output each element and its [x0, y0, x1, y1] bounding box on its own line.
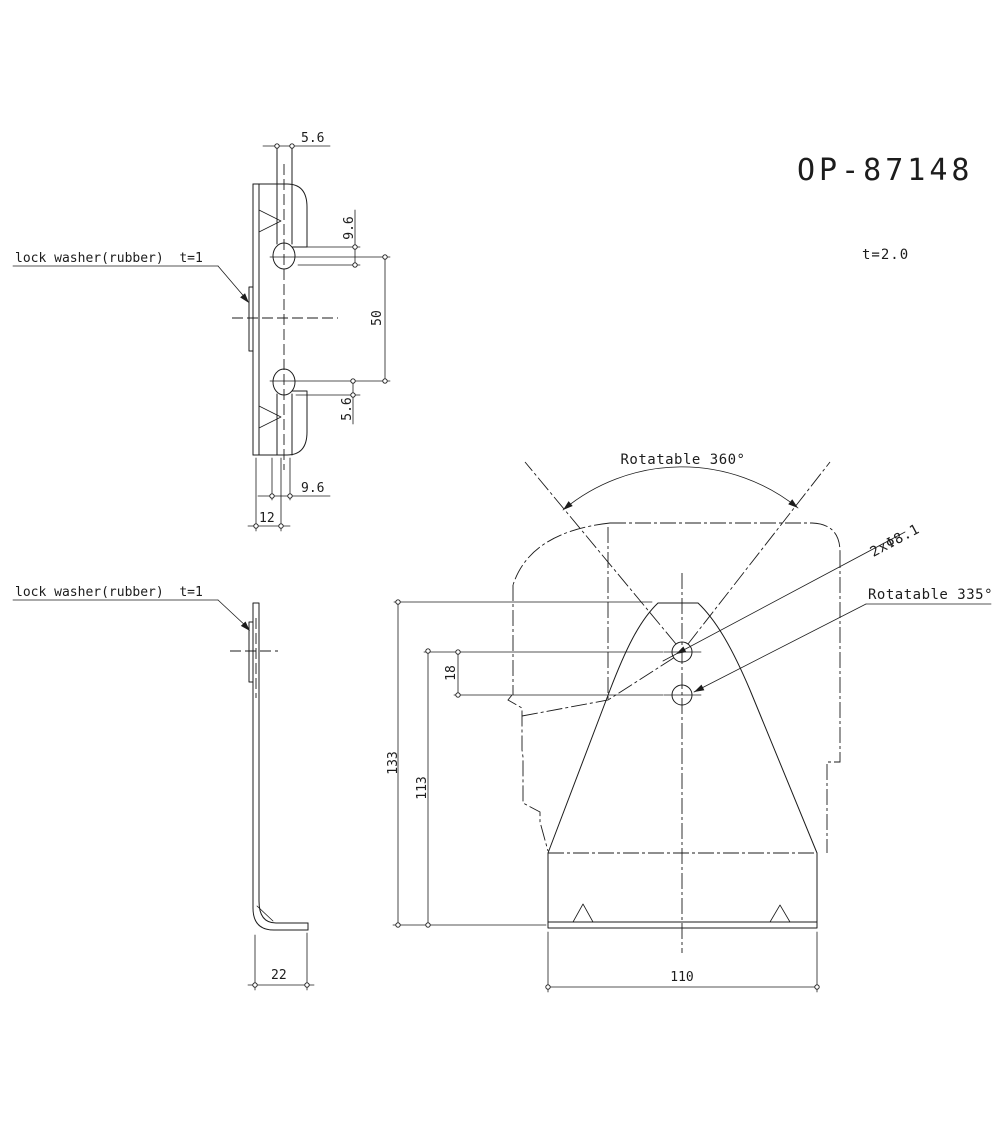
label-leader-bottom — [217, 599, 249, 629]
dim-133: 133 — [386, 751, 401, 774]
dim-tick — [304, 982, 310, 988]
dim-tick — [382, 254, 388, 260]
tab-mark-top — [258, 209, 282, 233]
dim-5-6-bottom: 5.6 — [340, 397, 355, 420]
dim-110: 110 — [670, 970, 693, 985]
base-tab-right — [769, 904, 791, 923]
dim-tick — [395, 922, 401, 928]
lock-washer-top — [248, 286, 254, 352]
drawing-number: OP-87148 — [797, 153, 974, 188]
dim-tick — [269, 493, 275, 499]
label-leader-top — [217, 265, 248, 301]
phantom-topleft-corner — [512, 522, 611, 586]
l-bend-inner — [258, 900, 309, 924]
hole-callout: 2xΦ8.1 — [868, 521, 923, 560]
plate-top-hook-outline — [252, 183, 308, 248]
dim-tick — [289, 143, 295, 149]
dim-tick — [352, 262, 358, 268]
base-sides — [547, 852, 818, 923]
dim-12: 12 — [259, 511, 275, 526]
ext-110 — [547, 931, 818, 993]
base-strip — [547, 921, 818, 929]
ext-12 — [255, 457, 282, 532]
dim-tick — [274, 143, 280, 149]
dim-9-6-top: 9.6 — [342, 216, 357, 239]
front-view: Rotatable 360° 2xΦ8.1 Rotatable 335° 133… — [386, 452, 993, 993]
dim-tick — [350, 378, 356, 384]
dim-tick — [287, 493, 293, 499]
dim-tick — [545, 984, 551, 990]
title-block: OP-87148 t=2.0 — [797, 153, 974, 263]
ext-22 — [254, 932, 308, 991]
hole-callout-arrowhead — [676, 646, 687, 654]
dim-tick — [455, 649, 461, 655]
ext-9-6-top — [295, 246, 361, 266]
rotation-arc — [562, 466, 799, 511]
dim-tick — [252, 982, 258, 988]
side-view-bottom: 22 lock washer(rubber) t=1 — [12, 585, 315, 991]
dim-22: 22 — [271, 968, 287, 983]
lock-washer-bottom — [248, 621, 254, 683]
ext-9-6-bottom — [271, 457, 291, 501]
side-view-top: 5.6 9.6 50 5.6 9.6 12 lock washer(rubber… — [12, 131, 391, 532]
bracket-outline — [547, 602, 818, 854]
dim-5-6-top: 5.6 — [301, 131, 324, 146]
rotatable-335-leader — [693, 603, 867, 693]
arc-arrowhead-right — [788, 499, 798, 508]
dim-18: 18 — [444, 665, 459, 681]
phantom-right-edge — [826, 552, 841, 853]
dim-tick — [278, 523, 284, 529]
dim-9-6-bottom: 9.6 — [301, 481, 324, 496]
leader-arrowhead — [240, 293, 249, 303]
hole-callout-leader — [662, 531, 906, 662]
dim-tick — [814, 984, 820, 990]
phantom-fan-upright — [687, 461, 831, 645]
lock-washer-label-top: lock washer(rubber) t=1 — [15, 251, 203, 266]
rotatable-360-note: Rotatable 360° — [620, 452, 745, 468]
dim-tick — [382, 378, 388, 384]
leader-arrowhead — [240, 621, 250, 631]
dim-tick — [425, 648, 431, 654]
dim-tick — [352, 244, 358, 250]
dim-tick — [395, 599, 401, 605]
phantom-limit-lower — [521, 656, 676, 717]
hole-cross-lines — [663, 651, 702, 696]
plate-edges — [252, 183, 260, 456]
tab-mark-bottom — [258, 405, 282, 429]
dim-tick — [455, 692, 461, 698]
phantom-topright-corner — [811, 522, 841, 553]
ext-50 — [269, 256, 391, 382]
arc-arrowhead-left — [563, 501, 573, 510]
rotatable-335-arrowhead — [694, 684, 705, 692]
l-bend-outer — [252, 907, 309, 931]
phantom-left-steps — [507, 694, 549, 852]
slot-top-edges — [276, 145, 293, 245]
phantom-fan-upleft — [524, 461, 677, 645]
thickness-note: t=2.0 — [862, 247, 909, 263]
base-tab-left — [572, 903, 594, 923]
dim-50: 50 — [370, 310, 385, 326]
bend-chord — [256, 905, 274, 922]
rotatable-335-note: Rotatable 335° — [868, 587, 993, 603]
dim-tick — [350, 392, 356, 398]
dim-tick — [253, 523, 259, 529]
lock-washer-label-bottom: lock washer(rubber) t=1 — [15, 585, 203, 600]
dim-113: 113 — [415, 776, 430, 799]
dim-tick — [425, 922, 431, 928]
slot-bottom-edges — [276, 393, 293, 456]
plate-bottom-hook-outline — [252, 390, 308, 456]
